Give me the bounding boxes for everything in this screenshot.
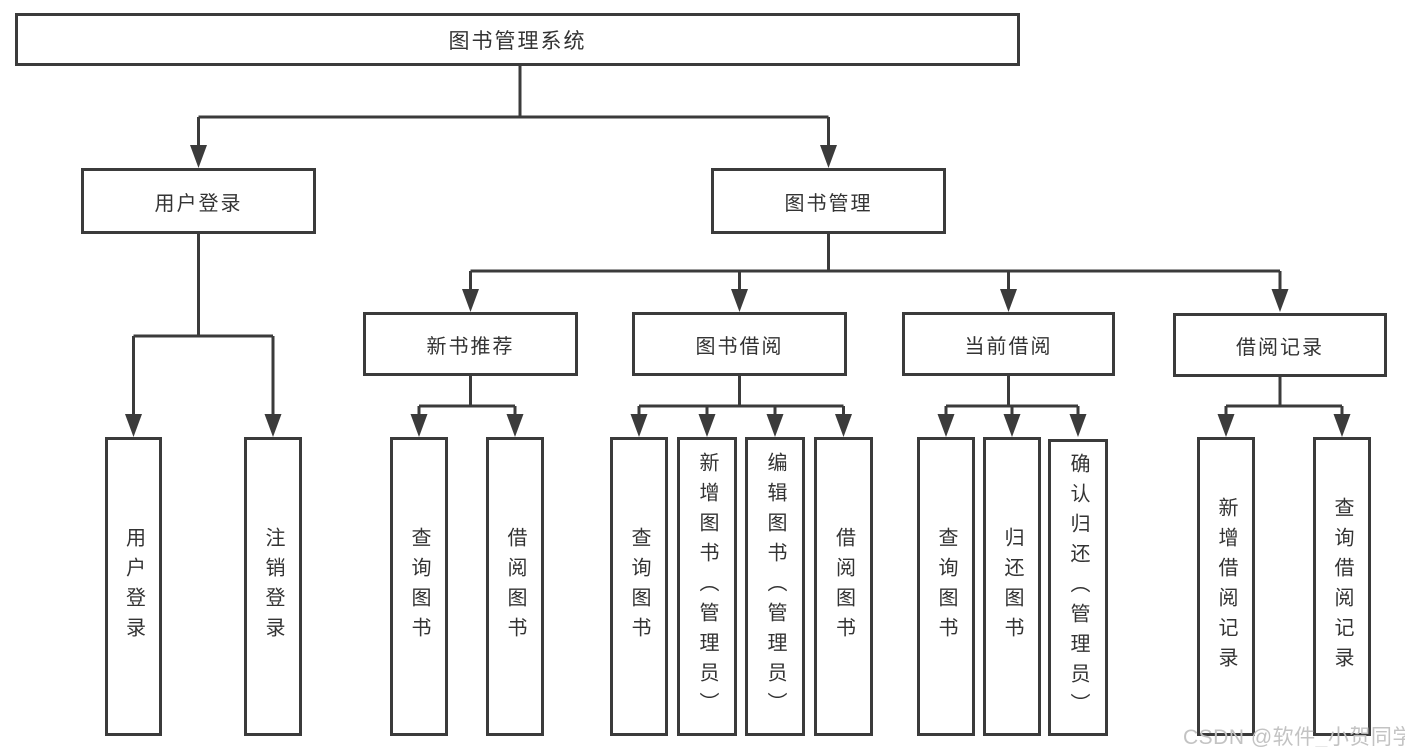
node-user-login-label: 用户登录: [154, 192, 243, 215]
leaf-edit-books-admin-label: 编辑图书（管理员）: [764, 451, 786, 722]
leaf-query-books-recommend: 查询图书: [390, 437, 448, 736]
node-new-book-recommend-label: 新书推荐: [426, 335, 515, 358]
node-current-borrow: 当前借阅: [902, 312, 1115, 376]
node-root-library-system: 图书管理系统: [15, 13, 1020, 66]
leaf-user-login: 用户登录: [105, 437, 162, 736]
leaf-add-borrow-record-label: 新增借阅记录: [1215, 496, 1237, 677]
leaf-add-books-admin: 新增图书（管理员）: [677, 437, 737, 736]
leaf-borrow-books-borrow-label: 借阅图书: [832, 526, 855, 647]
node-book-borrow: 图书借阅: [632, 312, 847, 376]
node-new-book-recommend: 新书推荐: [363, 312, 578, 376]
arrowheads: [125, 145, 1351, 437]
leaf-add-books-admin-label: 新增图书（管理员）: [696, 451, 718, 722]
leaf-confirm-return-admin: 确认归还（管理员）: [1048, 439, 1108, 736]
leaf-query-borrow-record-label: 查询借阅记录: [1331, 496, 1353, 677]
node-root-label: 图书管理系统: [448, 29, 587, 53]
csdn-watermark: CSDN @软件_小贺同学: [1183, 726, 1405, 747]
leaf-confirm-return-admin-label: 确认归还（管理员）: [1067, 452, 1089, 723]
leaf-query-books-recommend-label: 查询图书: [408, 526, 430, 647]
node-borrow-records-label: 借阅记录: [1236, 336, 1324, 359]
node-user-login: 用户登录: [81, 168, 316, 234]
leaf-borrow-books-recommend-label: 借阅图书: [504, 526, 526, 647]
node-borrow-records: 借阅记录: [1173, 313, 1387, 377]
leaf-return-books-label: 归还图书: [1001, 526, 1023, 647]
leaf-add-borrow-record: 新增借阅记录: [1197, 437, 1255, 736]
leaf-logout: 注销登录: [244, 437, 302, 736]
leaf-query-books-borrow-label: 查询图书: [628, 526, 650, 647]
leaf-query-books-current-label: 查询图书: [935, 526, 957, 647]
leaf-query-books-current: 查询图书: [917, 437, 975, 736]
leaf-edit-books-admin: 编辑图书（管理员）: [745, 437, 805, 736]
node-book-management: 图书管理: [711, 168, 946, 234]
leaf-logout-label: 注销登录: [262, 526, 284, 647]
leaf-user-login-label: 用户登录: [122, 526, 145, 647]
node-book-borrow-label: 图书借阅: [695, 335, 784, 358]
leaf-borrow-books-recommend: 借阅图书: [486, 437, 544, 736]
leaf-borrow-books-borrow: 借阅图书: [814, 437, 873, 736]
node-book-management-label: 图书管理: [784, 192, 873, 215]
tree-edges: [132, 66, 1344, 416]
leaf-query-borrow-record: 查询借阅记录: [1313, 437, 1371, 736]
leaf-query-books-borrow: 查询图书: [610, 437, 668, 736]
node-current-borrow-label: 当前借阅: [964, 335, 1053, 358]
leaf-return-books: 归还图书: [983, 437, 1041, 736]
